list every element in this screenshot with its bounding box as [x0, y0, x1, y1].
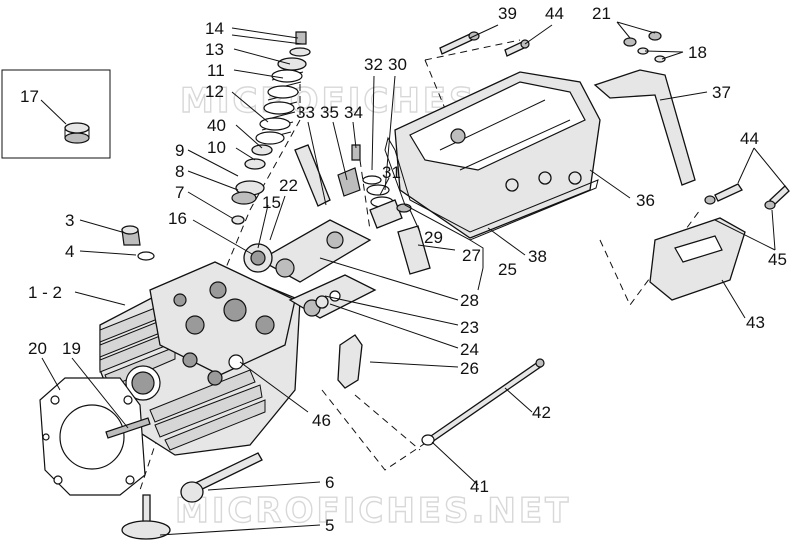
- rocker-assembly: [243, 144, 377, 319]
- label-29: 29: [424, 228, 443, 247]
- label-36: 36: [636, 191, 655, 210]
- label-34: 34: [344, 103, 363, 122]
- label-5: 5: [325, 516, 334, 535]
- label-16: 16: [168, 209, 187, 228]
- label-8: 8: [175, 162, 184, 181]
- label-7: 7: [175, 183, 184, 202]
- label-25: 25: [498, 260, 517, 279]
- label-20: 20: [28, 339, 47, 358]
- watermark-bottom: MICROFICHES.NET: [175, 491, 571, 531]
- label-4: 4: [65, 242, 74, 261]
- valve-intake: [180, 452, 263, 503]
- part-17-inset: [1, 69, 111, 159]
- bucket-tappet-shim: [64, 122, 90, 134]
- label-39: 39: [498, 4, 517, 23]
- label-43: 43: [746, 313, 765, 332]
- label-21: 21: [592, 4, 611, 23]
- label-41: 41: [470, 477, 489, 496]
- label-9: 9: [175, 141, 184, 160]
- label-30: 30: [388, 55, 407, 74]
- valve-cover-gasket: [384, 136, 599, 241]
- label-44-right: 44: [740, 129, 759, 148]
- label-27: 27: [462, 246, 481, 265]
- label-33: 33: [296, 103, 315, 122]
- o-ring-46: [228, 354, 244, 370]
- label-22: 22: [279, 176, 298, 195]
- label-38: 38: [528, 247, 547, 266]
- part-labels: 14 13 11 12 40 10 9 8 7 3 4 1 - 2 16 15 …: [20, 4, 787, 535]
- label-6: 6: [325, 473, 334, 492]
- label-13: 13: [205, 40, 224, 59]
- spark-plug: [121, 225, 155, 261]
- bracket: [337, 334, 363, 389]
- valve-exhaust: [121, 494, 171, 540]
- label-26: 26: [460, 359, 479, 378]
- label-44-top: 44: [545, 4, 564, 23]
- tie-rod: [421, 358, 545, 446]
- label-23: 23: [460, 318, 479, 337]
- head-gasket: [39, 377, 146, 496]
- leader-lines: [40, 21, 786, 536]
- label-46: 46: [312, 411, 331, 430]
- cover-bracket: [593, 31, 696, 186]
- label-11: 11: [207, 61, 225, 80]
- label-42: 42: [532, 403, 551, 422]
- label-35: 35: [320, 103, 339, 122]
- valve-cover: [394, 71, 601, 239]
- label-32: 32: [364, 55, 383, 74]
- label-10: 10: [207, 138, 226, 157]
- cover-bolts: [439, 31, 530, 57]
- label-28: 28: [460, 291, 479, 310]
- label-1-2: 1 - 2: [28, 283, 62, 302]
- label-24: 24: [460, 340, 479, 359]
- label-14: 14: [205, 19, 224, 38]
- label-18: 18: [688, 43, 707, 62]
- label-12: 12: [205, 82, 224, 101]
- inset-box: [1, 69, 111, 159]
- cylinder-head: [99, 261, 301, 456]
- label-40: 40: [207, 116, 226, 135]
- label-45: 45: [768, 250, 787, 269]
- label-3: 3: [65, 211, 74, 230]
- side-cover: [649, 183, 790, 301]
- label-17: 17: [20, 87, 39, 106]
- label-15: 15: [262, 193, 281, 212]
- label-19: 19: [62, 339, 81, 358]
- valve-spring-stack: [231, 31, 311, 225]
- label-37: 37: [712, 83, 731, 102]
- label-31: 31: [382, 163, 401, 182]
